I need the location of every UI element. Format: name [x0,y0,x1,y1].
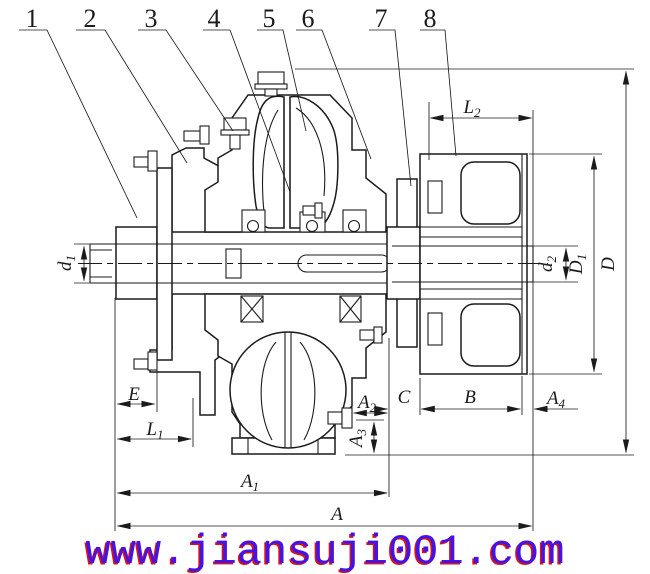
callout-4: 4 [208,4,221,33]
dim-label-A: A [329,504,343,525]
stud-cover [183,130,201,142]
part-spacer-hub [386,226,421,300]
dim-label-L2: L2 [462,97,481,120]
callout-5: 5 [263,4,276,33]
stud-left-lower [133,358,149,370]
watermark-text-edge: www.jiansuji001.com [84,530,563,574]
leader-1 [19,29,138,219]
callout-6: 6 [302,4,315,33]
callout-7: 7 [375,4,388,33]
stud-left-upper [133,156,149,168]
leader-8 [420,29,457,157]
leader-2 [76,29,188,164]
part-input-hub-sleeve [115,226,158,300]
callout-1: 1 [26,4,39,33]
dim-label-E: E [127,384,140,405]
dim-label-A1: A1 [239,471,259,494]
dimension-lines [80,70,630,530]
coupling-assembly [78,71,548,455]
leader-6 [296,29,372,160]
leader-5 [257,29,307,132]
drain-plug [327,411,343,425]
dim-label-B: B [464,387,476,408]
dim-label-A2: A2 [356,392,377,415]
dim-label-D: D [598,257,619,272]
extension-lines [74,68,634,531]
leader-3 [138,29,234,132]
callout-leaders [19,29,457,219]
leader-4 [203,29,291,193]
callout-2: 2 [84,4,97,33]
part-input-flange-disc [156,167,173,361]
bolt-top [257,71,285,85]
stud-hub [302,205,316,216]
leader-7 [369,29,412,187]
dim-label-A4: A4 [545,388,566,411]
part-output-coupling [419,153,528,375]
dim-label-A3: A3 [346,428,369,449]
watermark-text: www.jiansuji001.com [86,528,565,574]
callout-8: 8 [424,4,437,33]
callout-3: 3 [145,4,158,33]
lower-chamber [229,331,347,449]
fasteners [133,71,383,429]
dim-label-D1: D1 [566,254,589,275]
bolt-casing-flange [223,117,247,131]
dim-label-d1: d1 [55,255,78,271]
dim-label-L1: L1 [145,419,163,442]
dim-label-C: C [398,387,411,408]
stud-right-lower [359,329,375,341]
dim-label-d2: d2 [536,256,559,273]
bearings [240,209,367,323]
